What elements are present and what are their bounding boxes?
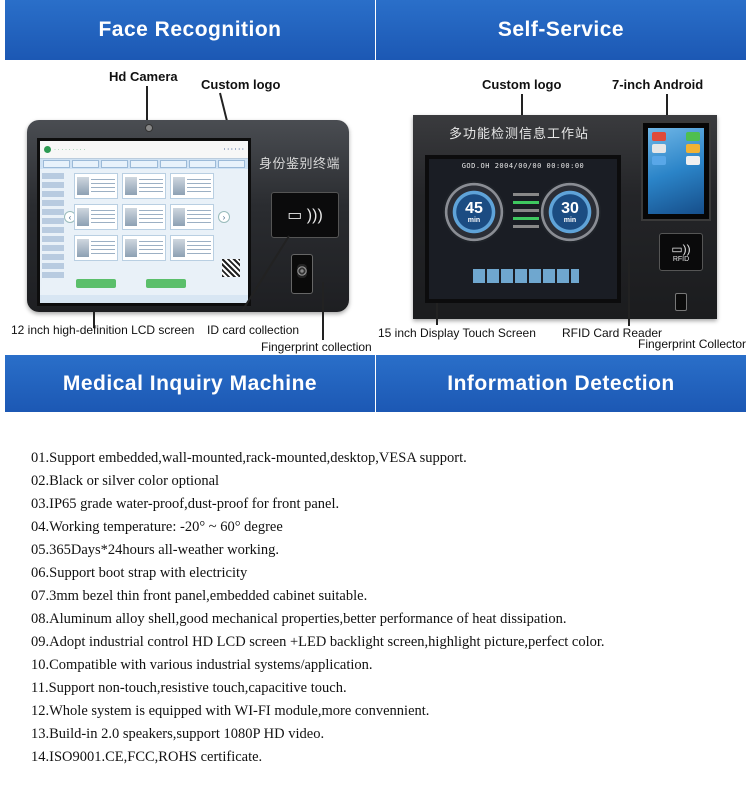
app-icon bbox=[652, 156, 666, 165]
device-brand-text: 身份鉴别终端 bbox=[259, 157, 341, 172]
fingerprint-pointer-line bbox=[322, 282, 324, 340]
app-icon bbox=[652, 144, 666, 153]
screen-label-right: 15 inch Display Touch Screen bbox=[378, 326, 536, 340]
doctor-card bbox=[122, 235, 166, 261]
face-recognition-panel: Face Recognition Hd Camera Custom logo ·… bbox=[5, 0, 375, 412]
timer-gauge-left: 45 min bbox=[443, 181, 505, 243]
doctor-card bbox=[170, 235, 214, 261]
custom-logo-label-right: Custom logo bbox=[482, 77, 562, 92]
screen-header: · · · · · · · · ·· · · · · · bbox=[40, 141, 248, 159]
gauge-right-unit: min bbox=[563, 216, 577, 224]
doctor-card bbox=[122, 204, 166, 230]
screen-pointer-line bbox=[93, 312, 95, 328]
spec-item: 08.Aluminum alloy shell,good mechanical … bbox=[31, 611, 567, 627]
progress-strip bbox=[473, 269, 579, 283]
camera-pointer-line bbox=[146, 86, 148, 122]
self-service-stage: Custom logo 7-inch Android 多功能检测信息工作站 GO… bbox=[376, 60, 746, 355]
medical-inquiry-banner: Medical Inquiry Machine bbox=[5, 355, 375, 412]
rfid-reader: ▭)) RFID bbox=[659, 233, 703, 271]
android-label: 7-inch Android bbox=[612, 77, 704, 92]
spec-list: 01.Support embedded,wall-mounted,rack-mo… bbox=[31, 447, 731, 769]
spec-item: 06.Support boot strap with electricity bbox=[31, 565, 248, 581]
app-icon bbox=[686, 144, 700, 153]
doctor-card bbox=[74, 235, 118, 261]
android-tablet bbox=[641, 121, 711, 221]
information-detection-banner: Information Detection bbox=[376, 355, 746, 412]
doctor-card bbox=[170, 204, 214, 230]
spec-item: 12.Whole system is equipped with WI-FI m… bbox=[31, 703, 430, 719]
spec-item: 09.Adopt industrial control HD LCD scree… bbox=[31, 634, 605, 650]
spec-item: 14.ISO9001.CE,FCC,ROHS certificate. bbox=[31, 749, 263, 765]
doctor-card bbox=[74, 173, 118, 199]
camera-icon bbox=[145, 124, 153, 132]
spec-item: 03.IP65 grade water-proof,dust-proof for… bbox=[31, 496, 340, 512]
hd-camera-label: Hd Camera bbox=[109, 69, 178, 84]
rfid-pointer-line bbox=[628, 260, 630, 326]
spec-item: 01.Support embedded,wall-mounted,rack-mo… bbox=[31, 450, 467, 466]
spec-item: 04.Working temperature: -20° ~ 60° degre… bbox=[31, 519, 283, 535]
doctor-cards-grid bbox=[74, 173, 214, 261]
doctor-card bbox=[122, 173, 166, 199]
timer-gauge-right: 30 min bbox=[539, 181, 601, 243]
doctor-card bbox=[170, 173, 214, 199]
id-card-reader: ▭ ))) bbox=[271, 192, 339, 238]
screen-header-right: GOD.OH 2004/00/00 00:00:00 bbox=[461, 162, 585, 170]
spec-item: 07.3mm bezel thin front panel,embedded c… bbox=[31, 588, 368, 604]
id-card-label: ID card collection bbox=[207, 323, 300, 337]
fingerprint-collector-label: Fingerprint Collector bbox=[638, 337, 747, 351]
rfid-label: RFID Card Reader bbox=[562, 326, 663, 340]
screen-buttons bbox=[76, 279, 186, 288]
contactless-icon: ▭ ))) bbox=[287, 207, 323, 224]
gauge-right-value: 30 bbox=[561, 199, 579, 217]
self-service-banner: Self-Service bbox=[376, 0, 746, 60]
spec-item: 13.Build-in 2.0 speakers,support 1080P H… bbox=[31, 726, 325, 742]
rfid-card-icon: ▭)) bbox=[671, 241, 691, 256]
fingerprint-collector-icon bbox=[675, 293, 687, 311]
self-service-panel: Self-Service Custom logo 7-inch Android … bbox=[376, 0, 746, 412]
device-brand-text-right: 多功能检测信息工作站 bbox=[449, 127, 590, 142]
spec-item: 05.365Days*24hours all-weather working. bbox=[31, 542, 280, 558]
screen-pointer-line-right bbox=[436, 303, 438, 325]
logo-pointer-line-right bbox=[521, 94, 523, 124]
spec-item: 11.Support non-touch,resistive touch,cap… bbox=[31, 680, 347, 696]
face-recognition-stage: Hd Camera Custom logo · · · · · · · · ··… bbox=[5, 60, 375, 355]
qr-code-icon bbox=[222, 259, 240, 277]
lcd-screen: · · · · · · · · ·· · · · · · ‹ › bbox=[37, 138, 251, 306]
app-icon bbox=[686, 156, 700, 165]
fingerprint-label: Fingerprint collection bbox=[261, 340, 372, 354]
medical-inquiry-device: · · · · · · · · ·· · · · · · ‹ › bbox=[27, 120, 349, 312]
gauge-left-unit: min bbox=[467, 216, 481, 224]
readout-lines bbox=[513, 193, 539, 228]
information-detection-device: 多功能检测信息工作站 GOD.OH 2004/00/00 00:00:00 45… bbox=[413, 115, 717, 319]
android-screen bbox=[648, 128, 704, 214]
app-icon bbox=[686, 132, 700, 141]
face-recognition-banner: Face Recognition bbox=[5, 0, 375, 60]
gauge-left-value: 45 bbox=[465, 199, 483, 217]
rfid-text: RFID bbox=[672, 255, 690, 263]
next-arrow-icon: › bbox=[218, 211, 230, 223]
touch-screen: GOD.OH 2004/00/00 00:00:00 45 min 30 min bbox=[425, 155, 621, 303]
app-icon bbox=[652, 132, 666, 141]
spec-item: 10.Compatible with various industrial sy… bbox=[31, 657, 373, 673]
spec-item: 02.Black or silver color optional bbox=[31, 473, 220, 489]
screen-footer bbox=[40, 295, 248, 303]
android-pointer-line bbox=[666, 94, 668, 124]
doctor-card bbox=[74, 204, 118, 230]
fingerprint-sensor-icon bbox=[291, 254, 313, 294]
screen-menu bbox=[40, 159, 248, 169]
screen-label: 12 inch high-definition LCD screen bbox=[11, 323, 195, 337]
custom-logo-label: Custom logo bbox=[201, 77, 281, 92]
screen-sidebar bbox=[42, 173, 64, 291]
